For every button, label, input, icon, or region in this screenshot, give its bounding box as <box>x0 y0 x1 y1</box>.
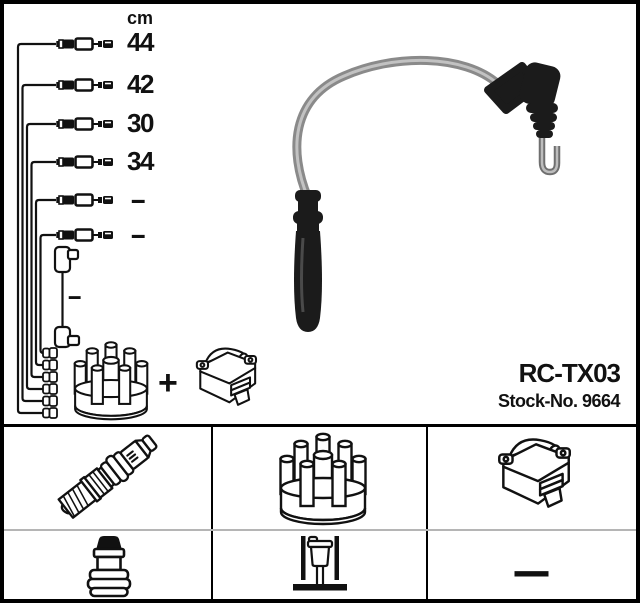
cable-bundle-drawing <box>16 42 58 419</box>
cable-connector-icon <box>56 37 113 51</box>
cable-length-value: 34 <box>127 146 154 176</box>
grid-vertical-divider <box>426 426 428 599</box>
cable-length-value: – <box>131 216 146 252</box>
cable-length-value: 42 <box>127 69 154 99</box>
spark-plug-icon <box>57 434 158 519</box>
cable-connector-icon <box>56 78 113 92</box>
grid-top-border <box>0 424 640 427</box>
stock-number: Stock-No. 9664 <box>497 391 621 411</box>
straight-boot <box>293 190 323 332</box>
cable-connector-icon <box>56 155 113 169</box>
coil-cable-length-value: – <box>68 280 82 313</box>
terminal-socket-icon <box>293 535 347 591</box>
ignition-coil-icon <box>195 347 258 406</box>
length-unit-header: cm <box>127 8 154 28</box>
ignition-cable-photo <box>292 55 561 332</box>
elbow-connector <box>484 62 561 138</box>
coupler-dash: — <box>514 540 549 602</box>
cable-connector-icon <box>56 228 113 242</box>
ignition-coil-icon <box>498 438 571 508</box>
product-model: RC-TX03 <box>518 358 621 388</box>
cable-length-value: 30 <box>127 108 154 138</box>
distributor-cap-icon <box>73 341 149 421</box>
cable-connector-icon <box>56 193 113 207</box>
cable-connector-icon <box>56 117 113 131</box>
plus-sign: + <box>158 364 178 402</box>
grid-vertical-divider <box>211 426 213 599</box>
cable-length-value: 44 <box>127 27 154 57</box>
grid-row-divider <box>4 529 636 531</box>
coil-cable-drawing <box>53 245 81 349</box>
cable-length-value: – <box>131 181 146 217</box>
plug-boot-icon <box>86 536 132 598</box>
distributor-cap-icon <box>279 432 367 526</box>
